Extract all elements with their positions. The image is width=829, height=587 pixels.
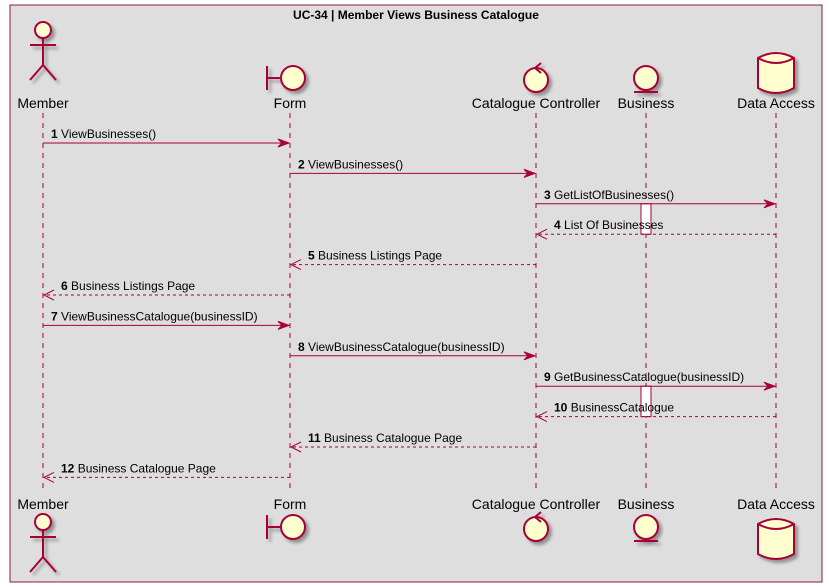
message-label: 9 GetBusinessCatalogue(businessID) — [544, 370, 744, 384]
message-text: List Of Businesses — [564, 218, 663, 232]
message-label: 1 ViewBusinesses() — [51, 127, 156, 141]
message-number: 8 — [298, 340, 305, 354]
participant-data-label-bottom: Data Access — [737, 496, 815, 512]
message-number: 12 — [61, 461, 75, 475]
arrow-head — [289, 259, 302, 271]
message-number: 5 — [308, 249, 315, 263]
message-2: 2 ViewBusinesses() — [290, 157, 537, 178]
message-text: GetBusinessCatalogue(businessID) — [554, 370, 744, 384]
message-8: 8 ViewBusinessCatalogue(businessID) — [290, 340, 537, 361]
participant-form-label-top: Form — [274, 95, 307, 111]
message-6: 6 Business Listings Page — [42, 279, 290, 301]
message-text: BusinessCatalogue — [571, 401, 675, 415]
participant-business-label-bottom: Business — [618, 496, 675, 512]
message-12: 12 Business Catalogue Page — [42, 461, 290, 483]
message-label: 11 Business Catalogue Page — [308, 431, 462, 445]
message-label: 8 ViewBusinessCatalogue(businessID) — [298, 340, 505, 354]
database-icon — [757, 518, 795, 560]
message-label: 12 Business Catalogue Page — [61, 461, 216, 475]
message-10: 10 BusinessCatalogue — [535, 401, 776, 423]
message-5: 5 Business Listings Page — [289, 249, 536, 271]
database-icon — [757, 52, 795, 94]
message-number: 11 — [308, 431, 321, 445]
message-number: 6 — [61, 279, 68, 293]
arrow-head — [289, 441, 302, 453]
message-number: 3 — [544, 188, 551, 202]
message-3: 3 GetListOfBusinesses() — [536, 188, 777, 209]
message-number: 7 — [51, 309, 58, 323]
arrow-head — [535, 228, 548, 240]
arrow-head — [523, 351, 537, 361]
message-text: ViewBusinesses() — [61, 127, 156, 141]
message-label: 7 ViewBusinessCatalogue(businessID) — [51, 309, 258, 323]
message-text: Business Listings Page — [318, 249, 442, 263]
message-label: 6 Business Listings Page — [61, 279, 195, 293]
participant-controller-label-top: Catalogue Controller — [472, 95, 601, 111]
message-label: 4 List Of Businesses — [554, 218, 663, 232]
control-icon — [523, 511, 549, 542]
message-text: ViewBusinessCatalogue(businessID) — [61, 309, 258, 323]
message-7: 7 ViewBusinessCatalogue(businessID) — [43, 309, 291, 330]
message-text: ViewBusinessCatalogue(businessID) — [308, 340, 505, 354]
message-label: 2 ViewBusinesses() — [298, 157, 403, 171]
message-number: 1 — [51, 127, 58, 141]
message-label: 10 BusinessCatalogue — [554, 401, 674, 415]
message-text: ViewBusinesses() — [308, 157, 403, 171]
message-label: 3 GetListOfBusinesses() — [544, 188, 674, 202]
message-text: GetListOfBusinesses() — [554, 188, 674, 202]
entity-icon — [633, 514, 659, 542]
boundary-icon — [266, 65, 306, 91]
diagram-title: UC-34 | Member Views Business Catalogue — [293, 8, 539, 22]
message-1: 1 ViewBusinesses() — [43, 127, 291, 148]
entity-icon — [633, 65, 659, 93]
arrow-head — [535, 411, 548, 423]
arrow-head — [42, 289, 55, 301]
boundary-icon — [266, 514, 306, 540]
arrow-head — [763, 381, 777, 391]
message-11: 11 Business Catalogue Page — [289, 431, 536, 453]
arrow-head — [277, 138, 291, 148]
message-number: 2 — [298, 157, 305, 171]
control-icon — [523, 62, 549, 93]
arrow-head — [763, 199, 777, 209]
message-number: 9 — [544, 370, 551, 384]
message-text: Business Listings Page — [71, 279, 195, 293]
message-number: 10 — [554, 401, 568, 415]
message-text: Business Catalogue Page — [78, 461, 216, 475]
message-number: 4 — [554, 218, 561, 232]
arrow-head — [523, 168, 537, 178]
participant-controller-label-bottom: Catalogue Controller — [472, 496, 601, 512]
participant-form-label-bottom: Form — [274, 496, 307, 512]
participant-member-label-bottom: Member — [17, 496, 69, 512]
message-text: Business Catalogue Page — [324, 431, 462, 445]
participant-data-label-top: Data Access — [737, 95, 815, 111]
arrow-head — [42, 471, 55, 483]
message-9: 9 GetBusinessCatalogue(businessID) — [536, 370, 777, 391]
actor-icon — [29, 513, 57, 573]
arrow-head — [277, 320, 291, 330]
participant-business-label-top: Business — [618, 95, 675, 111]
diagram-frame — [9, 4, 823, 583]
participant-member-label-top: Member — [17, 95, 69, 111]
actor-icon — [29, 21, 57, 81]
message-label: 5 Business Listings Page — [308, 249, 442, 263]
message-4: 4 List Of Businesses — [535, 218, 776, 240]
